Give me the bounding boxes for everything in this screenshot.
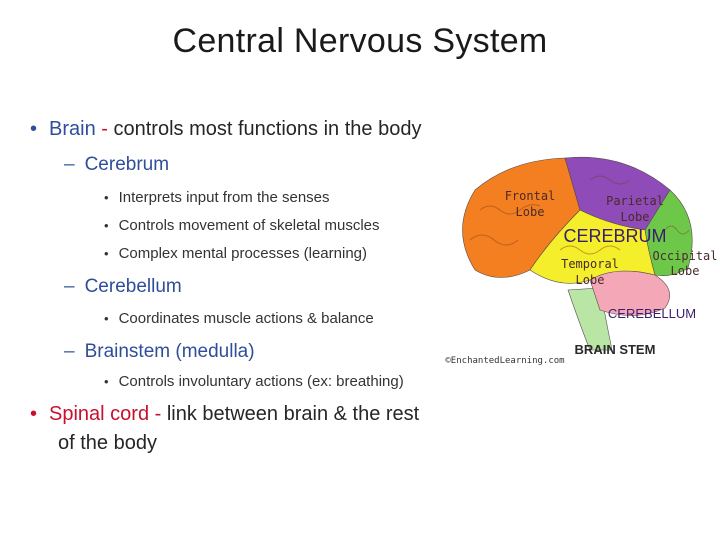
spinal-bullet-line: • Spinal cord - link between brain & the … (30, 403, 419, 426)
parietal-lobe-label-2: Lobe (621, 210, 650, 224)
cerebrum-item-text: Complex mental processes (learning) (118, 245, 367, 262)
parietal-lobe-label-1: Parietal (606, 194, 664, 208)
bullet-icon: • (30, 118, 38, 140)
cerebrum-bullet-line: –Cerebrum (64, 154, 169, 176)
temporal-lobe-label-2: Lobe (576, 273, 605, 287)
dash-bullet-icon: – (64, 154, 75, 175)
cerebellum-item-text: Coordinates muscle actions & balance (118, 310, 374, 327)
brain-description: controls most functions in the body (113, 118, 422, 140)
occipital-lobe-label-1: Occipital (652, 249, 717, 263)
brain-bullet-line: • Brain - controls most functions in the … (30, 118, 421, 141)
bullet-icon: • (104, 311, 109, 326)
brainstem-item: • Controls involuntary actions (ex: breat… (104, 373, 404, 390)
bullet-icon: • (104, 246, 109, 261)
cerebrum-item-text: Controls movement of skeletal muscles (118, 217, 380, 234)
brainstem-label: Brainstem (medulla) (84, 341, 255, 362)
brain-dash: - (95, 118, 114, 140)
spinal-description-continued: of the body (58, 432, 157, 454)
cerebellum-bullet-line: –Cerebellum (64, 276, 182, 298)
spinal-label: Spinal cord (49, 403, 150, 425)
cerebellum-label: Cerebellum (84, 276, 182, 297)
temporal-lobe-region (529, 209, 656, 284)
brainstem-item-text: Controls involuntary actions (ex: breath… (118, 373, 404, 390)
dash-bullet-icon: – (64, 276, 75, 297)
cerebellum-item: • Coordinates muscle actions & balance (104, 310, 374, 327)
bullet-icon: • (104, 374, 109, 389)
brain-diagram: Frontal Lobe Parietal Lobe CEREBRUM Temp… (445, 156, 718, 366)
bullet-icon: • (30, 403, 38, 425)
cerebrum-label: Cerebrum (84, 154, 170, 175)
brainstem-bullet-line: –Brainstem (medulla) (64, 341, 255, 363)
cerebrum-diagram-label: CEREBRUM (563, 226, 666, 246)
cerebrum-item: • Interprets input from the senses (104, 189, 330, 206)
cerebrum-item: • Complex mental processes (learning) (104, 245, 367, 262)
dash-bullet-icon: – (64, 341, 75, 362)
frontal-lobe-label-2: Lobe (516, 205, 545, 219)
cerebrum-item: • Controls movement of skeletal muscles (104, 217, 380, 234)
frontal-lobe-label-1: Frontal (505, 189, 556, 203)
cerebellum-diagram-label: CEREBELLUM (608, 306, 696, 321)
brain-folds (469, 175, 690, 255)
brain-label: Brain (49, 118, 96, 140)
spinal-dash: - (149, 403, 167, 425)
bullet-icon: • (104, 218, 109, 233)
credit-text: ©EnchantedLearning.com (445, 356, 564, 366)
brainstem-diagram-label: BRAIN STEM (575, 342, 656, 357)
temporal-lobe-label-1: Temporal (561, 257, 619, 271)
spinal-description: link between brain & the rest (166, 403, 420, 425)
cerebrum-item-text: Interprets input from the senses (118, 189, 330, 206)
occipital-lobe-label-2: Lobe (671, 264, 700, 278)
slide-title: Central Nervous System (172, 22, 548, 60)
bullet-icon: • (104, 190, 109, 205)
